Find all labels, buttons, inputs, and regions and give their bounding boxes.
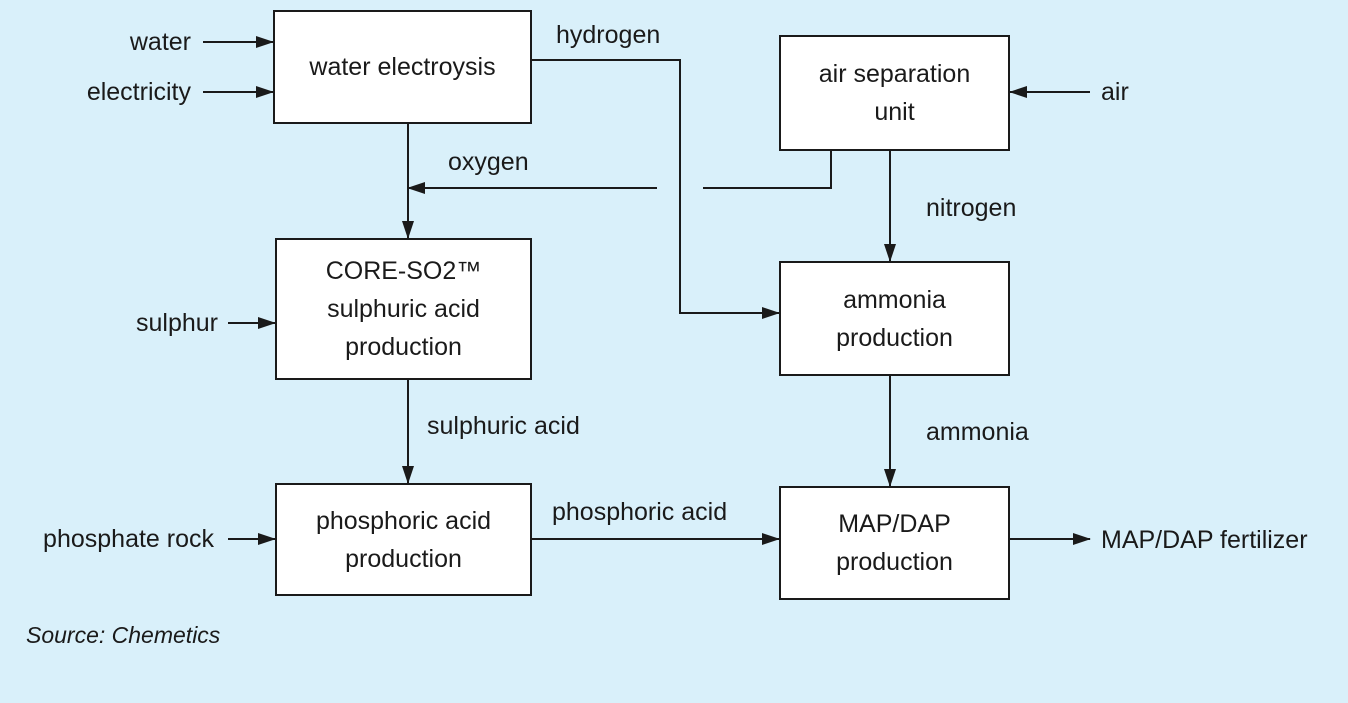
box-label: water electroysis bbox=[309, 53, 496, 81]
box-label: sulphuric acid bbox=[327, 295, 480, 323]
oxygen-line-segment bbox=[703, 151, 832, 189]
ammonia-label: ammonia bbox=[926, 418, 1029, 446]
phosphoric-acid-box: phosphoric acid production bbox=[275, 483, 532, 596]
box-label: production bbox=[836, 323, 953, 352]
box-label: production bbox=[836, 548, 953, 576]
box-label: air separation bbox=[818, 60, 971, 88]
hydrogen-label: hydrogen bbox=[556, 21, 661, 49]
box-label: ammonia bbox=[843, 285, 946, 314]
core-so2-box: CORE-SO2™ sulphuric acid production bbox=[275, 238, 532, 380]
source-caption: Source: Chemetics bbox=[26, 622, 221, 648]
water-electrolysis-box: water electroysis bbox=[273, 10, 532, 124]
box-label: unit bbox=[874, 98, 915, 126]
air-separation-box: air separation unit bbox=[779, 35, 1010, 151]
oxygen-label: oxygen bbox=[448, 148, 529, 176]
map-dap-fertilizer-label: MAP/DAP fertilizer bbox=[1101, 526, 1308, 554]
box-label: production bbox=[345, 333, 462, 361]
map-dap-box: MAP/DAP production bbox=[779, 486, 1010, 600]
phosphoric-acid-label: phosphoric acid bbox=[552, 498, 728, 526]
air-label: air bbox=[1101, 78, 1129, 106]
box-label: phosphoric acid bbox=[315, 506, 492, 535]
sulphuric-acid-label: sulphuric acid bbox=[427, 412, 580, 440]
box-label: CORE-SO2™ bbox=[325, 257, 482, 285]
phosphate-rock-label: phosphate rock bbox=[43, 525, 214, 553]
box-label: MAP/DAP bbox=[838, 510, 951, 538]
ammonia-production-box: ammonia production bbox=[779, 261, 1010, 376]
electricity-label: electricity bbox=[86, 78, 191, 106]
nitrogen-label: nitrogen bbox=[926, 194, 1017, 222]
water-label: water bbox=[129, 28, 191, 56]
box-label: production bbox=[345, 544, 462, 573]
hydrogen-arrow bbox=[532, 59, 780, 319]
sulphur-label: sulphur bbox=[136, 309, 218, 337]
